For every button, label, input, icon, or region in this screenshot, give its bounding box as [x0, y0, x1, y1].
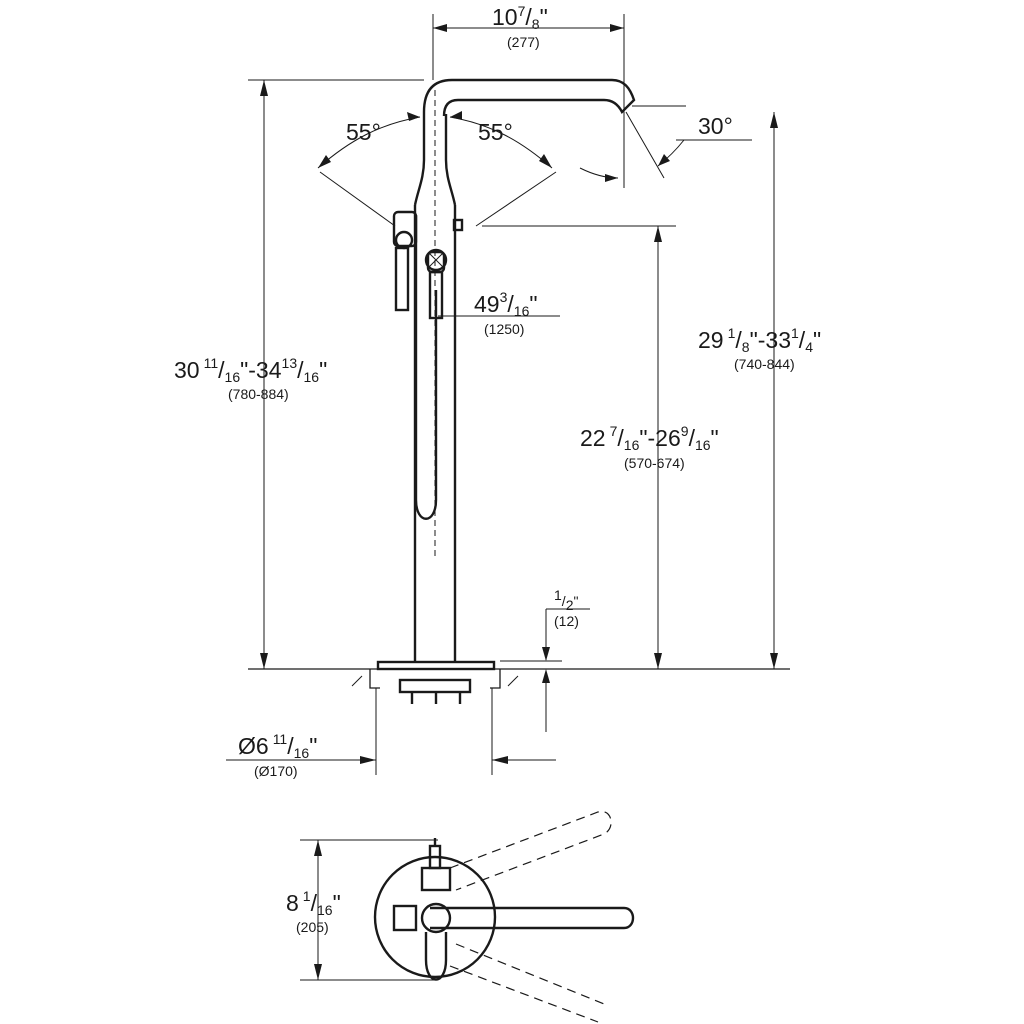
angle-right-label: 55° [478, 119, 513, 145]
hose-length-mm: (1250) [484, 321, 524, 337]
lever-position-up [449, 810, 612, 891]
hand-shower-hose [414, 215, 438, 520]
plan-spout [420, 866, 452, 892]
angle-left-label: 55° [346, 119, 381, 145]
base-diameter-mm: (Ø170) [254, 763, 298, 779]
mixer-knob [394, 230, 414, 250]
hose-length-label: 493/16" [474, 289, 538, 319]
diverter-knob [424, 248, 448, 272]
thread-label: 1/2" [554, 587, 578, 613]
shower-holder [413, 112, 457, 206]
base-circle [373, 855, 497, 979]
lever-pivot [420, 902, 452, 934]
mounting-block [398, 678, 472, 694]
dim-hose-length: 493/16" (1250) [438, 289, 560, 337]
lever-height-mm: (570-674) [624, 455, 685, 471]
lever-housing [392, 210, 418, 248]
base-plate [376, 660, 496, 671]
dim-thread: 1/2" (12) [500, 587, 590, 732]
spout-height-mm: (740-844) [734, 356, 795, 372]
spout-angle-label: 30° [698, 113, 733, 139]
spout-reach-mm: (277) [507, 34, 540, 50]
hand-shower-grip [428, 270, 444, 320]
spout-reach-label: 107/8" [492, 3, 548, 32]
total-height-mm: (780-884) [228, 386, 289, 402]
faucet-elevation [248, 78, 790, 704]
lever-handle [394, 246, 410, 312]
plan-body-box [392, 904, 418, 932]
plan-depth-mm: (205) [296, 919, 329, 935]
side-button [452, 218, 464, 232]
thread-mm: (12) [554, 613, 579, 629]
dim-spout-reach: 107/8" (277) [432, 3, 625, 188]
dim-lever-angles: 55° 55° [248, 79, 557, 227]
base-flange [369, 669, 501, 689]
lever-position-down [449, 943, 605, 1023]
plan-hand-shower [424, 932, 448, 981]
spout [422, 78, 636, 117]
lever-plan [430, 906, 635, 930]
dim-spout-angle: 30° [579, 105, 752, 182]
